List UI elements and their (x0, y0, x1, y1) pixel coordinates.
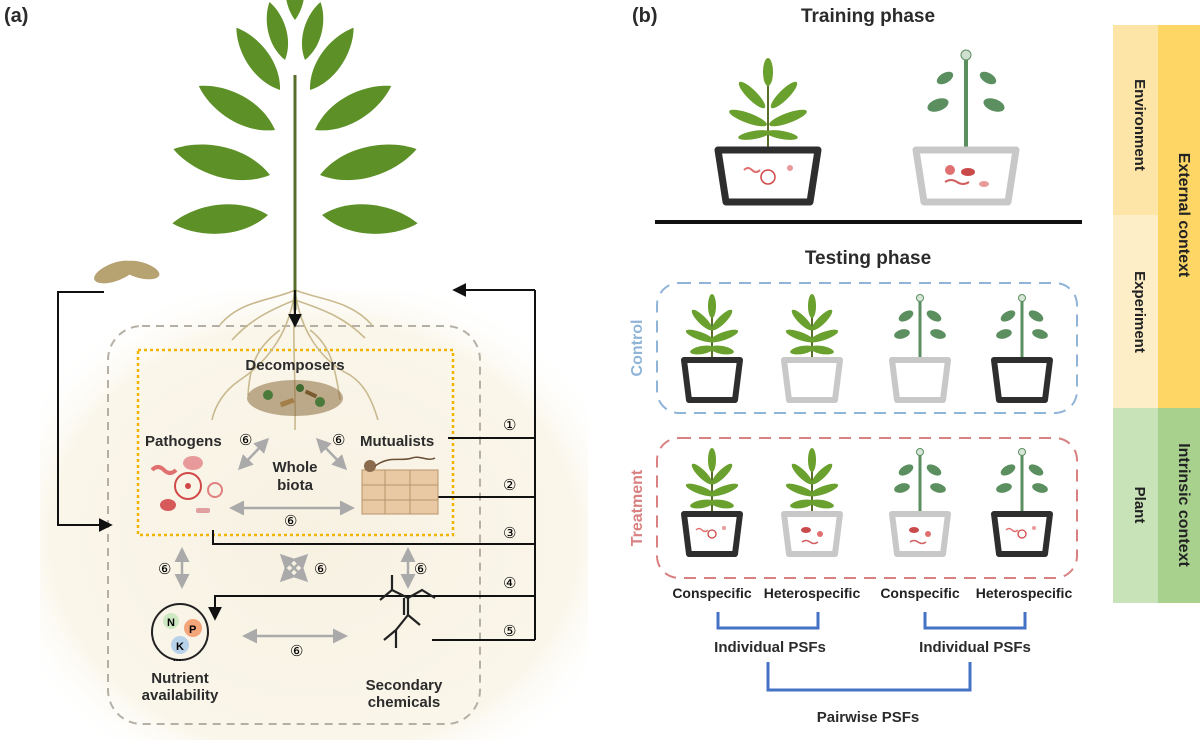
decomposers-label: Decomposers (245, 357, 344, 374)
marker-6: ⑥ (314, 561, 327, 578)
individual-psf-label-1: Individual PSFs (714, 639, 826, 656)
treatment-pot-4 (991, 448, 1053, 557)
svg-text:P: P (189, 624, 196, 636)
column-heterospecific-2: Heterospecific (976, 585, 1073, 601)
whole-biota-label-2: biota (277, 477, 313, 494)
nutrient-label-2: availability (142, 687, 219, 704)
interaction-markers: ⑥ ⑥ ⑥ ⑥ ⑥ ⑥ ⑥ (158, 432, 427, 660)
molecule-icon (379, 575, 436, 648)
feedback-lines (208, 283, 536, 641)
panel-a-tag: (a) (4, 5, 28, 27)
marker-6: ⑥ (158, 561, 171, 578)
control-box (656, 282, 1078, 414)
training-pot-forb (912, 49, 1020, 206)
marker-6: ⑥ (239, 432, 252, 449)
pathway-3: ③ (503, 525, 516, 542)
control-pot-1 (681, 294, 743, 403)
svg-text:K: K (176, 641, 184, 653)
plant-bar (1113, 408, 1158, 603)
svg-text:...: ... (173, 653, 182, 664)
pairwise-psf-label: Pairwise PSFs (817, 709, 920, 726)
column-conspecific-1: Conspecific (672, 585, 752, 601)
leaf-litter-icon (94, 260, 160, 284)
column-conspecific-2: Conspecific (880, 585, 960, 601)
marker-6: ⑥ (284, 513, 297, 530)
treatment-box (656, 437, 1078, 579)
nutrient-label-1: Nutrient (151, 670, 209, 687)
testing-title: Testing phase (805, 248, 931, 269)
environment-label: Environment (1131, 79, 1148, 171)
column-heterospecific-1: Heterospecific (764, 585, 861, 601)
nutrient-cycle-icon: N P K ... (151, 603, 209, 664)
external-context-bar (1158, 25, 1200, 408)
pathway-4: ④ (503, 575, 516, 592)
tree-plant (169, 0, 421, 310)
pathway-1: ① (503, 417, 516, 434)
intrinsic-context-bar (1158, 408, 1200, 603)
experiment-label: Experiment (1131, 271, 1148, 353)
marker-6: ⑥ (290, 643, 303, 660)
control-pot-3 (889, 294, 951, 403)
environment-bar (1113, 25, 1158, 215)
svg-text:N: N (167, 617, 175, 629)
control-pot-2 (781, 294, 843, 403)
mutualists-icon (361, 456, 439, 515)
treatment-label: Treatment (629, 469, 646, 546)
external-context-label: External context (1175, 153, 1192, 278)
pathway-5: ⑤ (503, 623, 516, 640)
biota-box (136, 348, 455, 537)
treatment-pot-2 (781, 448, 843, 557)
treatment-pot-3 (889, 448, 951, 557)
pathway-2: ② (503, 477, 516, 494)
marker-6: ⑥ (414, 561, 427, 578)
training-title: Training phase (801, 6, 935, 27)
mutualists-label: Mutualists (360, 433, 434, 450)
litter-arrow (57, 291, 113, 532)
pathogens-icon (150, 456, 223, 513)
individual-psf-label-2: Individual PSFs (919, 639, 1031, 656)
control-label: Control (629, 320, 646, 377)
column-labels: Conspecific Heterospecific Conspecific H… (672, 585, 1072, 601)
psf-brackets (716, 612, 1027, 692)
secondary-label-1: Secondary (366, 677, 443, 694)
pathogens-label: Pathogens (145, 433, 222, 450)
panel-b-tag: (b) (632, 5, 658, 27)
plant-label: Plant (1131, 487, 1148, 524)
decomposers-icon (247, 380, 343, 416)
experiment-bar (1113, 215, 1158, 408)
interaction-arrows (174, 437, 416, 644)
intrinsic-context-label: Intrinsic context (1175, 443, 1192, 567)
training-pot-tree (714, 58, 822, 206)
testing-pots (681, 294, 1053, 557)
secondary-label-2: chemicals (368, 694, 441, 711)
whole-biota-label-1: Whole (273, 459, 318, 476)
treatment-pot-1 (681, 448, 743, 557)
control-pot-4 (991, 294, 1053, 403)
marker-6: ⑥ (332, 432, 345, 449)
